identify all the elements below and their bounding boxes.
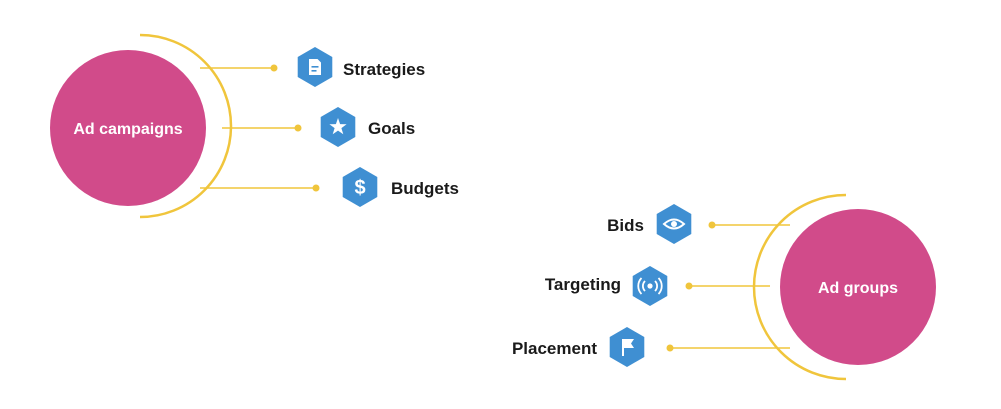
item-budgets: $ Budgets — [342, 167, 459, 207]
connector-dot-targeting — [685, 282, 693, 290]
campaigns-cluster: Ad campaigns Strategies Goals — [50, 33, 459, 219]
connector-dot-budgets — [312, 184, 320, 192]
bids-label: Bids — [607, 216, 644, 235]
groups-hub-label: Ad groups — [818, 280, 898, 297]
campaigns-arc — [139, 33, 233, 219]
broadcast-icon — [637, 277, 663, 295]
flag-icon — [622, 339, 634, 356]
item-targeting: Targeting — [545, 266, 668, 306]
connector-dot-goals — [294, 124, 302, 132]
groups-arc — [752, 193, 847, 381]
placement-label: Placement — [512, 339, 597, 358]
connector-dot-strategies — [270, 64, 278, 72]
goals-label: Goals — [368, 119, 415, 138]
document-icon — [309, 59, 321, 75]
eye-icon — [662, 218, 686, 230]
connector-dot-placement — [666, 344, 674, 352]
connector-dot-bids — [708, 221, 716, 229]
item-strategies: Strategies — [297, 47, 425, 87]
strategies-label: Strategies — [343, 60, 425, 79]
item-bids: Bids — [607, 204, 692, 244]
budgets-label: Budgets — [391, 179, 459, 198]
hexagon-badge — [342, 167, 378, 207]
groups-hub — [780, 209, 936, 365]
campaigns-hub — [50, 50, 206, 206]
star-icon — [329, 118, 347, 135]
dollar-icon: $ — [354, 177, 365, 199]
targeting-label: Targeting — [545, 275, 621, 294]
groups-cluster: Ad groups Bids — [512, 193, 936, 381]
item-goals: Goals — [320, 107, 415, 147]
campaigns-hub-label: Ad campaigns — [73, 121, 182, 138]
item-placement: Placement — [512, 327, 645, 367]
